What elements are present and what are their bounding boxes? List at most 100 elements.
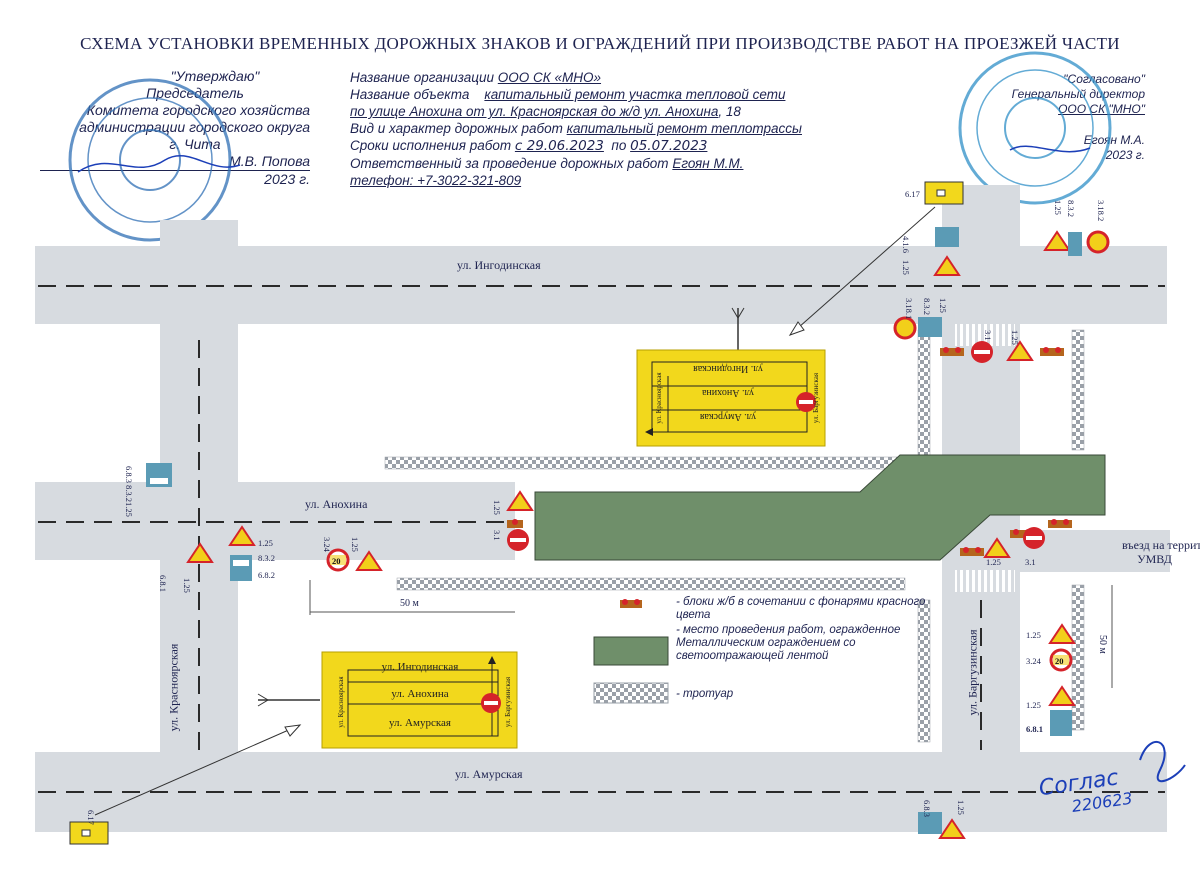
roadworks-sign-7: [1006, 340, 1034, 361]
agreement-block: "Согласовано" Генеральный директор ООО С…: [985, 72, 1145, 163]
code-125-b: 1.25: [1053, 200, 1063, 215]
code-125-j: 1.25: [986, 557, 1001, 567]
work-value: капитальный ремонт теплотрассы: [566, 121, 802, 136]
scheme-top-side-left: ул. Красноярская: [655, 372, 663, 424]
detour-sign-5: [935, 227, 959, 247]
approval-block: "Утверждаю" Председатель Комитета городс…: [40, 68, 310, 188]
code-681-b: 6.8.1: [1026, 724, 1043, 734]
no-entry-sign-3: [1023, 527, 1045, 549]
pointer-arrows: [94, 206, 936, 816]
info-block: Название организации ООО СК «МНО» Назван…: [350, 69, 890, 189]
crosswalk-north: [955, 324, 1015, 346]
approval-year: 2023 г.: [264, 171, 310, 187]
code-31-b: 3.1: [492, 530, 502, 541]
signs: [69, 181, 1110, 845]
distance-label-2: 50 м: [1097, 635, 1108, 655]
detour-sign-1: [146, 463, 172, 487]
agreement-signer: Егоян М.А.: [1083, 133, 1145, 147]
code-681-a: 6.8.1: [158, 575, 168, 592]
handwritten-signature: [77, 145, 1186, 783]
speed-limit-sign-2: [1049, 648, 1073, 672]
code-125-i: 1.25: [492, 500, 502, 515]
date-to: 05.07.2023: [630, 138, 708, 154]
work-label: Вид и характер дорожных работ: [350, 121, 563, 136]
scheme-box-top: [636, 349, 826, 447]
code-speed-a: 20: [332, 556, 341, 566]
street-label-anokhina: ул. Анохина: [305, 497, 368, 511]
roadworks-sign-3: [355, 550, 383, 571]
code-324-a: 3.24: [322, 537, 332, 553]
object-value: капитальный ремонт участка тепловой сети: [484, 87, 786, 102]
roadworks-sign-2: [228, 525, 256, 546]
org-value: ООО СК «МНО»: [497, 70, 602, 85]
code-125-c: 1.25: [938, 298, 948, 313]
detour-sign-3: [1050, 710, 1072, 736]
road-north-branch: [942, 185, 1020, 325]
distance-markers: [309, 580, 1113, 688]
sign-codes: 6.17 6.17 4.1.6 1.25 1.25 8.3.2 3.18.2 3…: [86, 189, 1106, 825]
agreement-year: 2023 г.: [1105, 148, 1145, 162]
road-umvd-entry: [1020, 530, 1170, 572]
page-title: СХЕМА УСТАНОВКИ ВРЕМЕННЫХ ДОРОЖНЫХ ЗНАКО…: [80, 34, 1120, 53]
roadworks-sign-10: [1048, 685, 1076, 706]
code-3181: 3.18.1: [904, 298, 914, 319]
worksite-area: [534, 454, 1106, 561]
detour-sign-4: [918, 812, 942, 834]
scheme-bottom-street2: ул. Анохина: [391, 688, 448, 700]
scheme-top-street3: ул. Амурская: [699, 411, 756, 422]
code-683-b: 6.8.3: [922, 800, 932, 817]
roadworks-sign-6: [1043, 230, 1071, 251]
responsible-label: Ответственный за проведение дорожных раб…: [350, 156, 669, 171]
code-683-a: 6.8.3: [124, 466, 134, 483]
date-from: с 29.06.2023: [514, 138, 604, 154]
legend-sidewalk: - тротуар: [676, 688, 734, 700]
roadworks-sign-4: [506, 490, 534, 511]
code-832-b: 8.3.2: [922, 298, 932, 315]
code-617-bottom: 6.17: [86, 810, 96, 825]
scheme-bottom-street1: ул. Ингодинская: [382, 661, 459, 673]
roadworks-sign-1: [186, 542, 214, 563]
org-label: Название организации: [350, 70, 495, 85]
code-682: 6.8.2: [258, 570, 275, 580]
detour-sign-7: [1068, 232, 1082, 256]
code-832-c: 8.3.2: [124, 485, 134, 502]
code-125-k: 1.25: [1026, 630, 1041, 640]
umvd-entry-label: въезд на территор УМВД: [1122, 538, 1200, 566]
no-turn-sign-2: [1086, 230, 1110, 254]
scheme-bottom-side-right: ул. Баргузинская: [504, 676, 512, 727]
detour-sign-2: [230, 555, 252, 581]
code-125-l: 1.25: [1026, 700, 1041, 710]
code-125-e: 1.25: [124, 502, 134, 517]
legend-swatches: [593, 599, 669, 704]
phone: телефон: +7-3022-321-809: [350, 173, 522, 188]
code-125-h: 1.25: [350, 537, 360, 552]
roadworks-sign-5: [933, 255, 961, 276]
scheme-top-street2: ул. Анохина: [701, 387, 754, 398]
code-125-m: 1.25: [956, 800, 966, 815]
object-value-2-tail: , 18: [718, 104, 741, 119]
approval-stamp: [68, 78, 232, 242]
umvd-entry-line1: въезд на территор: [1122, 538, 1200, 552]
scheme-top-side-right: ул. Баргузинская: [812, 372, 820, 423]
code-31-a: 3.1: [983, 330, 993, 341]
legend-blocks: - блоки ж/б в сочетании с фонарями красн…: [676, 596, 926, 621]
agreement-heading: "Согласовано": [1063, 72, 1145, 86]
code-125-a: 1.25: [901, 260, 911, 275]
scheme-bottom-street3: ул. Амурская: [389, 717, 451, 729]
detour-scheme-sign-1: [924, 181, 964, 205]
date-to-label: по: [611, 138, 627, 153]
street-label-barguzinskaya: ул. Баргузинская: [965, 629, 980, 716]
code-125-d: 1.25: [1010, 330, 1020, 345]
street-label-amurskaya: ул. Амурская: [455, 767, 523, 781]
code-416: 4.1.6: [901, 236, 911, 253]
roadworks-sign-8: [983, 537, 1011, 558]
scheme-bottom-side-left: ул. Красноярская: [337, 676, 345, 728]
roadworks-sign-11: [938, 818, 966, 839]
crosswalk-south: [955, 570, 1015, 592]
code-3182: 3.18.2: [1096, 200, 1106, 221]
code-speed-b: 20: [1055, 656, 1064, 666]
approval-line3: администрации городского округа: [79, 119, 310, 135]
no-entry-sign-1: [507, 529, 529, 551]
approval-line2: Комитета городского хозяйства: [86, 102, 310, 118]
